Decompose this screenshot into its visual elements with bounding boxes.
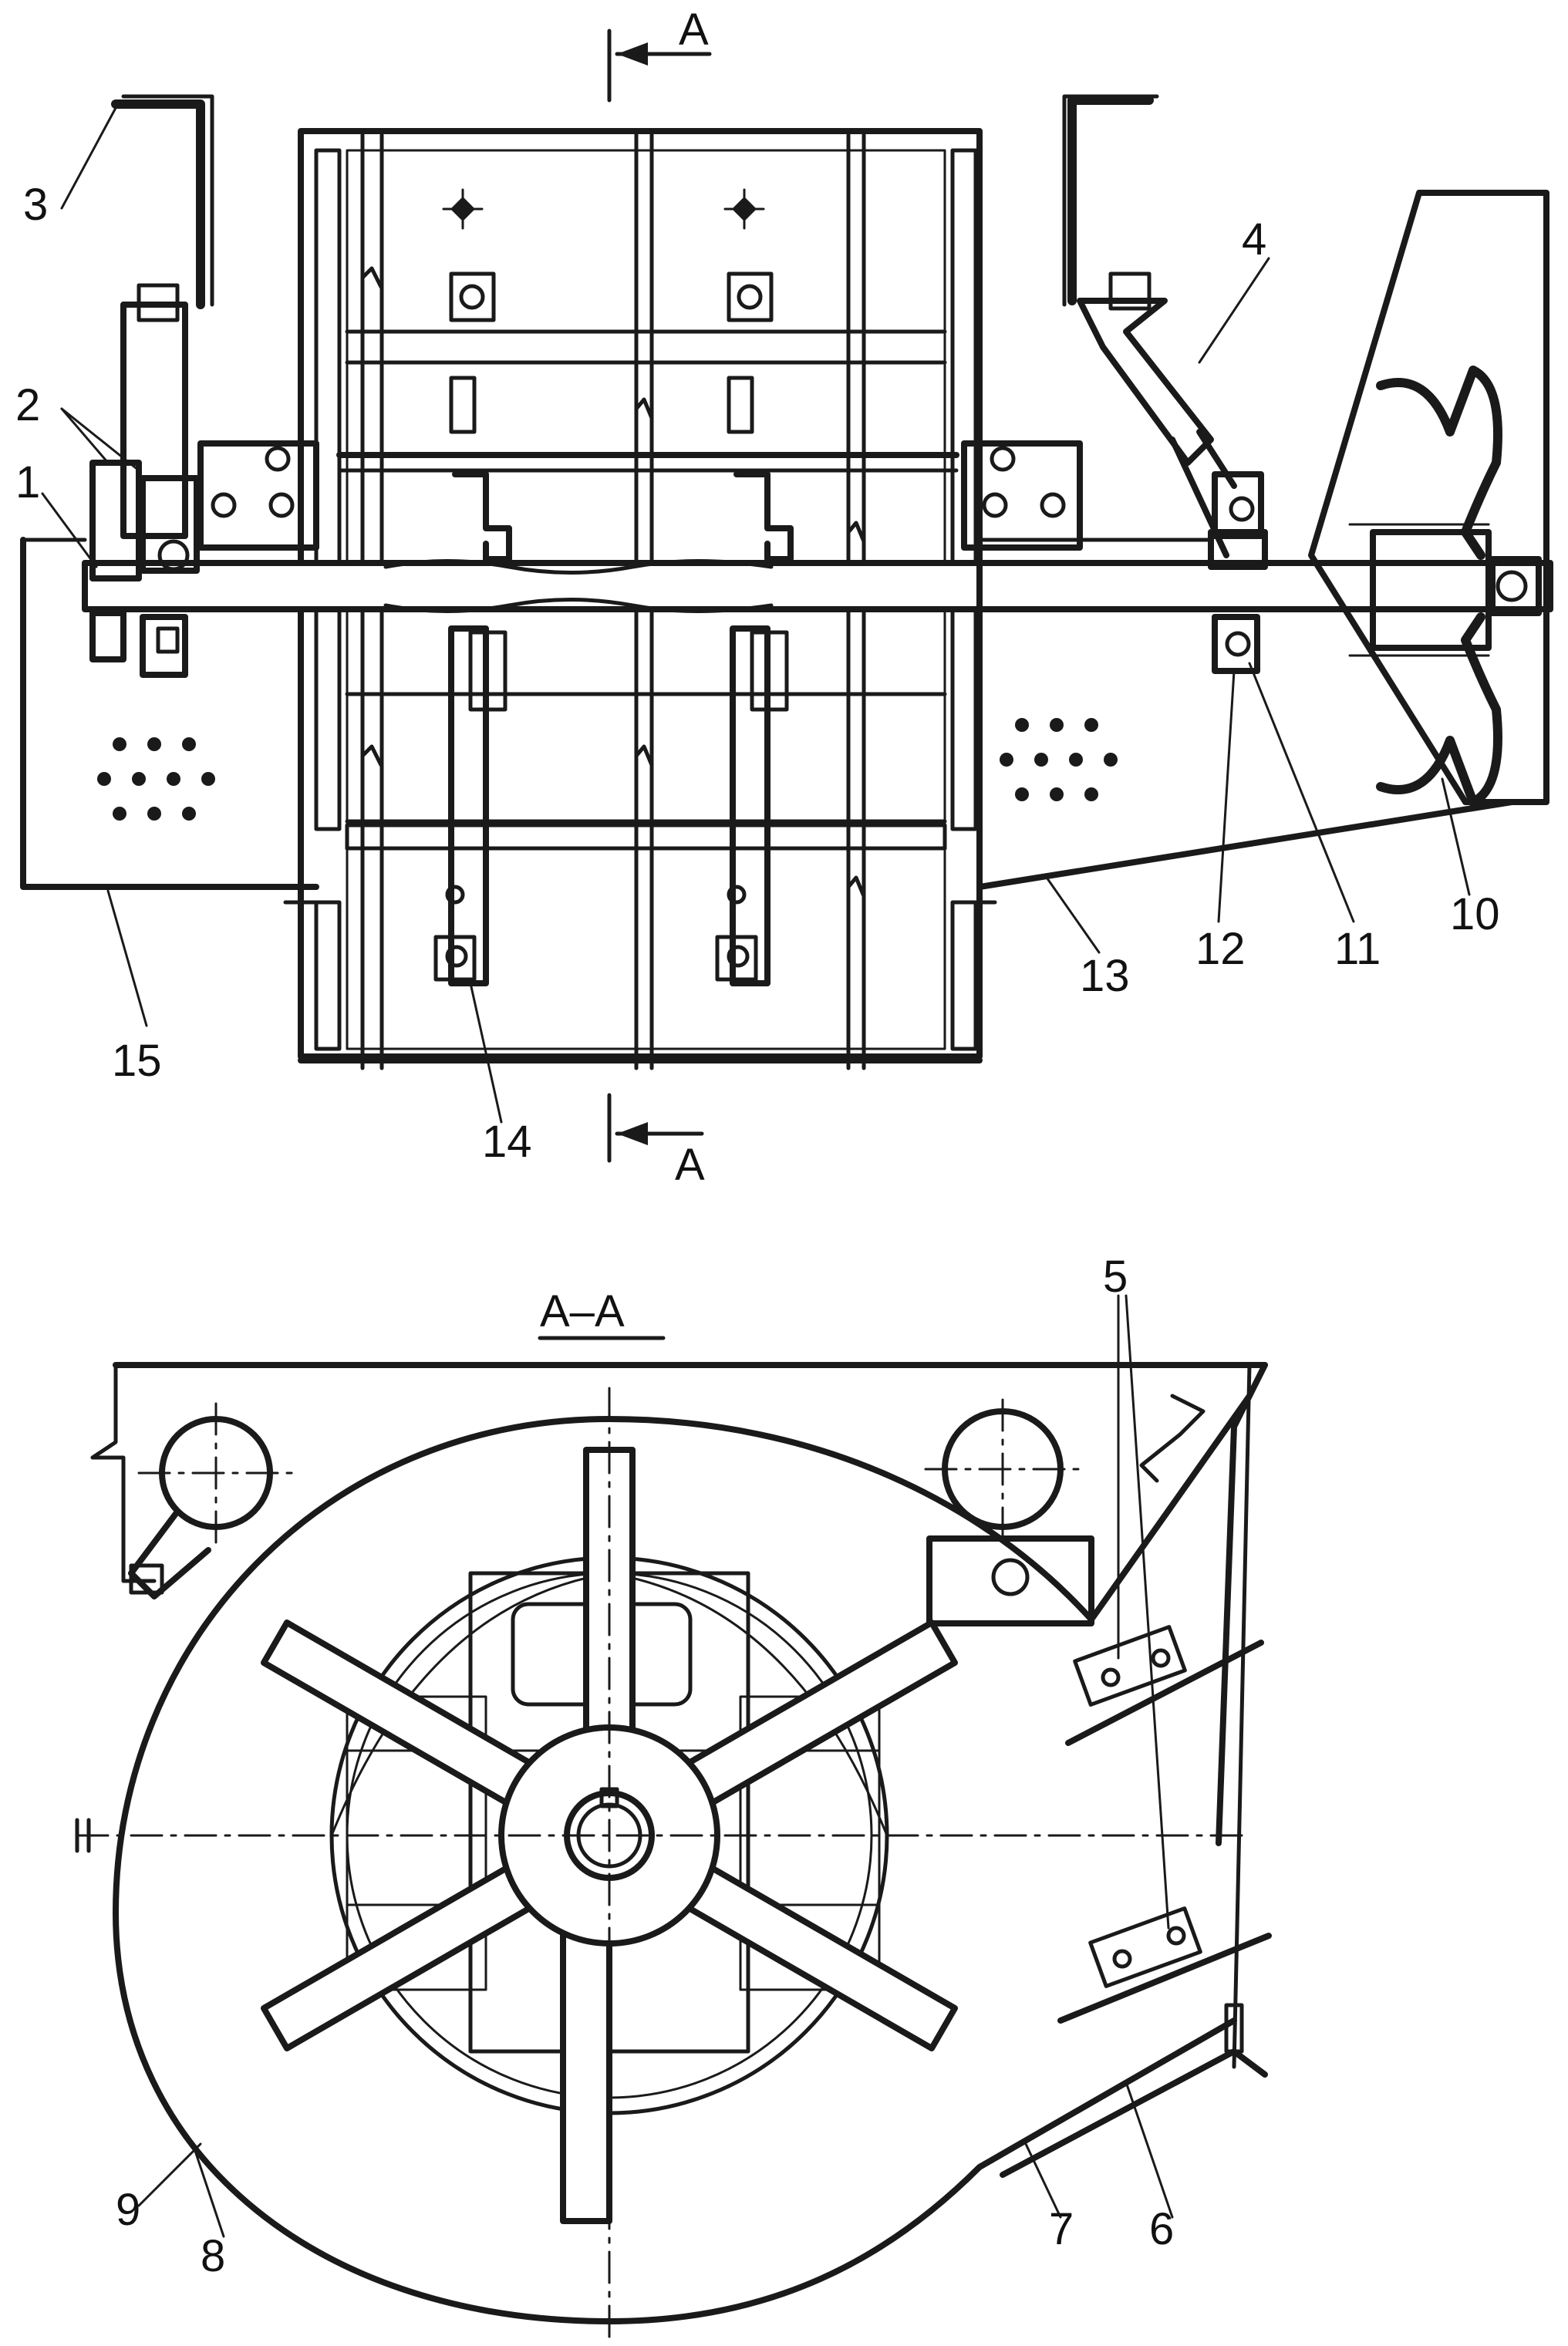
right-side-plate [976,537,1515,890]
part-label-4: 4 [1242,214,1266,265]
right-bolt-pattern [1000,718,1118,801]
rivets-upper [442,188,765,230]
part-label-11: 11 [1334,924,1381,974]
section-letter-top: A [679,5,709,55]
part-label-8: 8 [201,2231,225,2281]
bearing-plates [197,440,1083,551]
center-lines [75,1387,1251,2338]
top-view: A A [15,5,1553,1190]
part-label-6: 6 [1149,2204,1174,2254]
part-label-2: 2 [15,380,40,430]
beater-arms [433,471,794,986]
part-label-5: 5 [1103,1252,1128,1302]
section-cut-bottom: A [607,1093,705,1190]
labels-section: 5 6 7 8 9 [116,1252,1174,2281]
left-side-plate [20,537,319,890]
scraper-plates [1057,1625,1272,2024]
part-label-7: 7 [1049,2204,1074,2254]
part-label-3: 3 [23,180,48,230]
housing-rails [336,329,959,851]
section-letter-bottom: A [675,1140,705,1190]
discharge-chute [1000,2003,1268,2178]
part-label-13: 13 [1080,951,1130,1001]
main-shaft [82,559,1553,613]
section-view: A–A [75,1252,1272,2338]
part-label-10: 10 [1450,889,1500,939]
part-label-9: 9 [116,2185,140,2235]
section-title: A–A [540,1286,625,1336]
left-hanger-bracket [89,94,214,678]
section-cut-top: A [607,5,712,103]
leaders-top [41,106,1471,1124]
part-label-15: 15 [112,1036,162,1086]
part-label-1: 1 [15,457,40,507]
support-rollers [128,1398,1094,1626]
left-bolt-pattern [97,737,215,821]
leaders-section [137,1294,1174,2238]
part-label-14: 14 [482,1117,532,1167]
right-hanger-bracket [1062,94,1268,674]
labels-top: 3 2 1 4 15 14 13 12 11 10 [15,180,1500,1167]
upper-brackets [449,271,774,434]
part-label-12: 12 [1195,924,1246,974]
pulley [1308,190,1549,807]
